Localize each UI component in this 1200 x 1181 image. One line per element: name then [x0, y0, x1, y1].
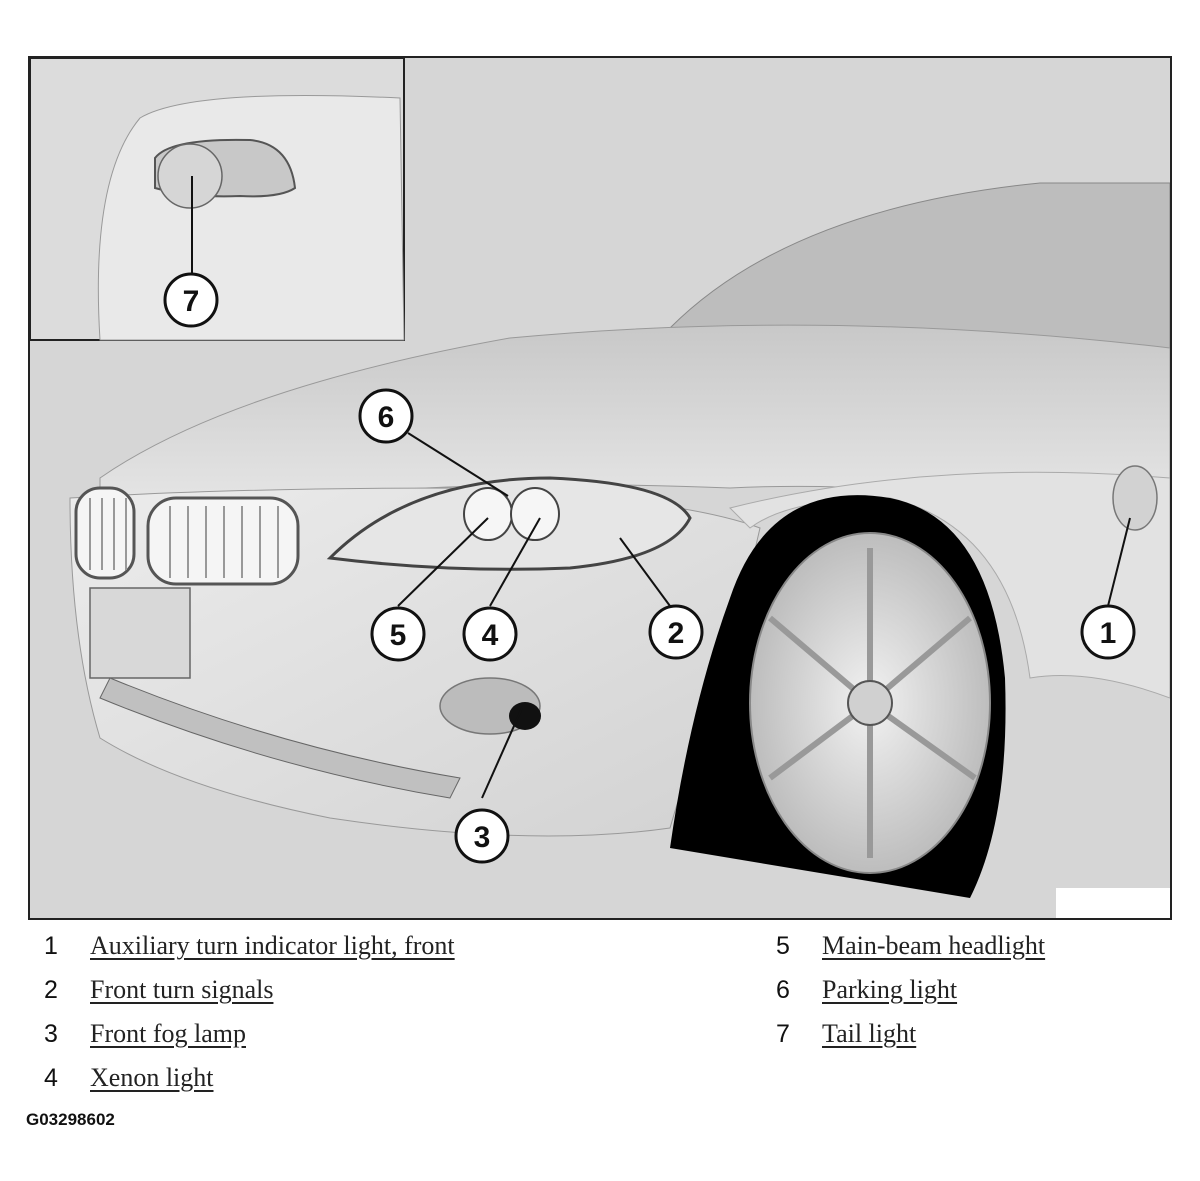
- legend-link-front-fog-lamp[interactable]: Front fog lamp: [90, 1019, 246, 1048]
- callout-2-label: 2: [668, 617, 685, 650]
- callout-5: 5: [370, 606, 426, 662]
- legend-link-xenon-light[interactable]: Xenon light: [90, 1063, 214, 1092]
- legend-number: 5: [776, 931, 790, 960]
- legend-link-main-beam-headlight[interactable]: Main-beam headlight: [822, 931, 1046, 960]
- legend-link-parking-light[interactable]: Parking light: [822, 975, 958, 1004]
- callout-2: 2: [648, 604, 704, 660]
- callout-7-label: 7: [183, 285, 200, 318]
- legend-item-1: 1 Auxiliary turn indicator light, front: [24, 929, 455, 963]
- legend-item-5: 5 Main-beam headlight: [756, 929, 1045, 963]
- side-turn-indicator: [1112, 465, 1158, 531]
- callout-1-label: 1: [1100, 617, 1117, 650]
- legend-item-7: 7 Tail light: [756, 1017, 916, 1051]
- legend-number: 1: [44, 931, 58, 960]
- callout-6: 6: [358, 388, 414, 444]
- legend-number: 6: [776, 975, 790, 1004]
- diagram-illustration: 1 2 3 4 5 6 7: [30, 58, 1170, 918]
- legend-number: 3: [44, 1019, 58, 1048]
- blank-label-box: [1056, 888, 1170, 918]
- callout-4: 4: [462, 606, 518, 662]
- lower-intake: [99, 677, 461, 799]
- xenon-lens: [510, 487, 560, 541]
- callout-1: 1: [1080, 604, 1136, 660]
- legend-link-auxiliary-turn-indicator[interactable]: Auxiliary turn indicator light, front: [90, 931, 455, 960]
- callout-6-label: 6: [378, 401, 395, 434]
- legend-number: 4: [44, 1063, 58, 1092]
- legend-link-front-turn-signals[interactable]: Front turn signals: [90, 975, 274, 1004]
- callout-3: 3: [454, 808, 510, 864]
- main-beam-lens: [463, 487, 513, 541]
- legend-item-4: 4 Xenon light: [24, 1061, 214, 1095]
- wheel-hub: [847, 680, 893, 726]
- legend-link-tail-light[interactable]: Tail light: [822, 1019, 917, 1048]
- callout-4-label: 4: [482, 619, 499, 652]
- callout-7: 7: [163, 272, 219, 328]
- legend-number: 2: [44, 975, 58, 1004]
- car-lights-diagram: 1 2 3 4 5 6 7: [28, 56, 1172, 920]
- legend-item-2: 2 Front turn signals: [24, 973, 273, 1007]
- legend-item-6: 6 Parking light: [756, 973, 957, 1007]
- document-code: G03298602: [26, 1110, 115, 1129]
- callout-3-label: 3: [474, 821, 491, 854]
- legend-item-3: 3 Front fog lamp: [24, 1017, 246, 1051]
- legend-number: 7: [776, 1019, 790, 1048]
- fog-lamp-lens: [509, 702, 541, 730]
- callout-leaders: [397, 432, 1131, 799]
- license-plate-mount: [89, 587, 191, 679]
- callout-5-label: 5: [390, 619, 407, 652]
